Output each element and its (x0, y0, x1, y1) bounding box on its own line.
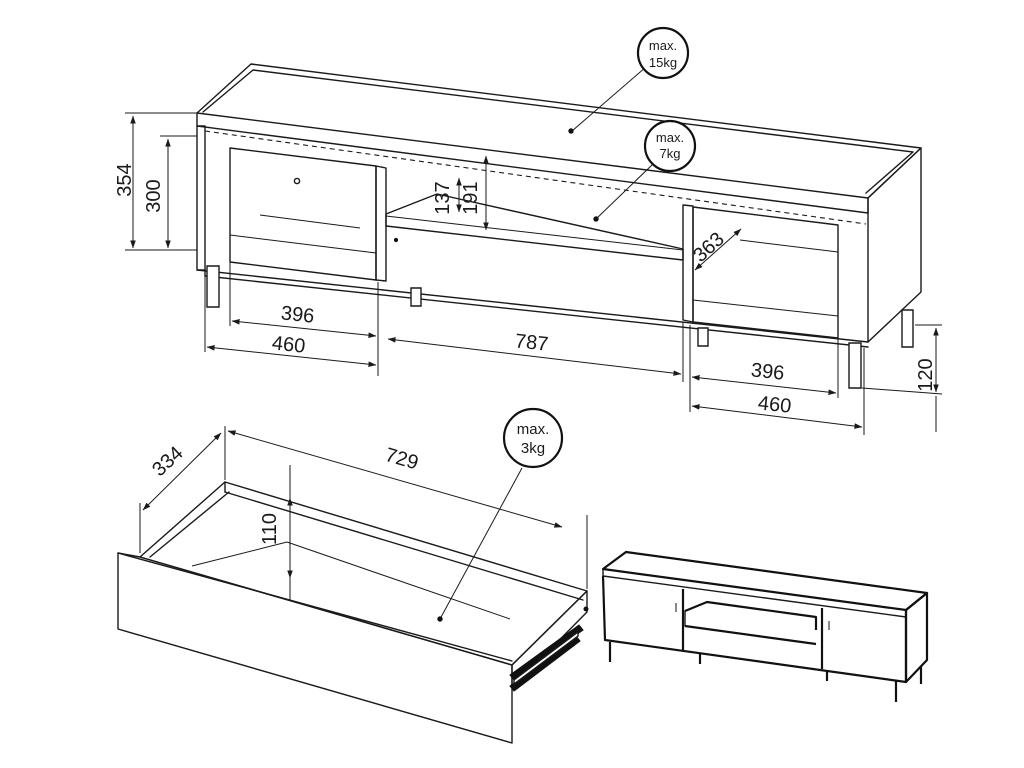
cabinet-right-side (867, 147, 922, 343)
dim-left-outer-width: 460 (271, 332, 306, 357)
dim-drawer-width: 729 (383, 444, 421, 474)
dim-center-width: 787 (514, 330, 549, 355)
dim-right-outer-width: 460 (757, 392, 792, 417)
load-callout-top: max. 15kg (568, 26, 690, 134)
load-shelf-line2: 7kg (660, 146, 681, 161)
cabinet-left-side (196, 125, 206, 271)
center-shelf (385, 193, 684, 261)
dim-leg-height: 120 (915, 358, 937, 391)
dim-drawer-height: 110 (259, 513, 281, 545)
load-top-line1: max. (649, 38, 677, 53)
cabinet-top-panel (196, 63, 922, 199)
dim-drawer-depth: 334 (148, 442, 187, 481)
center-divider-right (682, 204, 694, 323)
load-drawer-line2: 3kg (521, 440, 545, 457)
drawer-drawing (117, 481, 589, 744)
right-compartment (692, 206, 839, 339)
load-callout-shelf: max. 7kg (593, 119, 697, 222)
closed-tv-stand-thumbnail (601, 550, 929, 702)
dim-height-total: 354 (114, 163, 136, 196)
load-callout-drawer: max. 3kg (437, 407, 564, 622)
dim-shelf-upper: 137 (432, 181, 454, 214)
load-shelf-line1: max. (656, 130, 684, 145)
load-drawer-line1: max. (517, 421, 550, 438)
load-top-line2: 15kg (649, 55, 677, 70)
dim-right-inner-width: 396 (750, 359, 785, 384)
drawer-runner (509, 606, 589, 692)
dim-height-inner: 300 (143, 179, 165, 212)
dim-shelf-lower: 191 (460, 181, 482, 214)
drawer-dimensions (139, 426, 588, 600)
left-compartment (229, 147, 377, 281)
cabinet-legs (206, 265, 914, 389)
center-divider-left (375, 165, 387, 282)
dim-depth: 363 (689, 228, 729, 267)
drawer-front-panel (117, 552, 513, 744)
dim-left-inner-width: 396 (280, 302, 315, 327)
cabinet-dimensions (125, 112, 943, 435)
cabinet-drawing (196, 63, 922, 389)
